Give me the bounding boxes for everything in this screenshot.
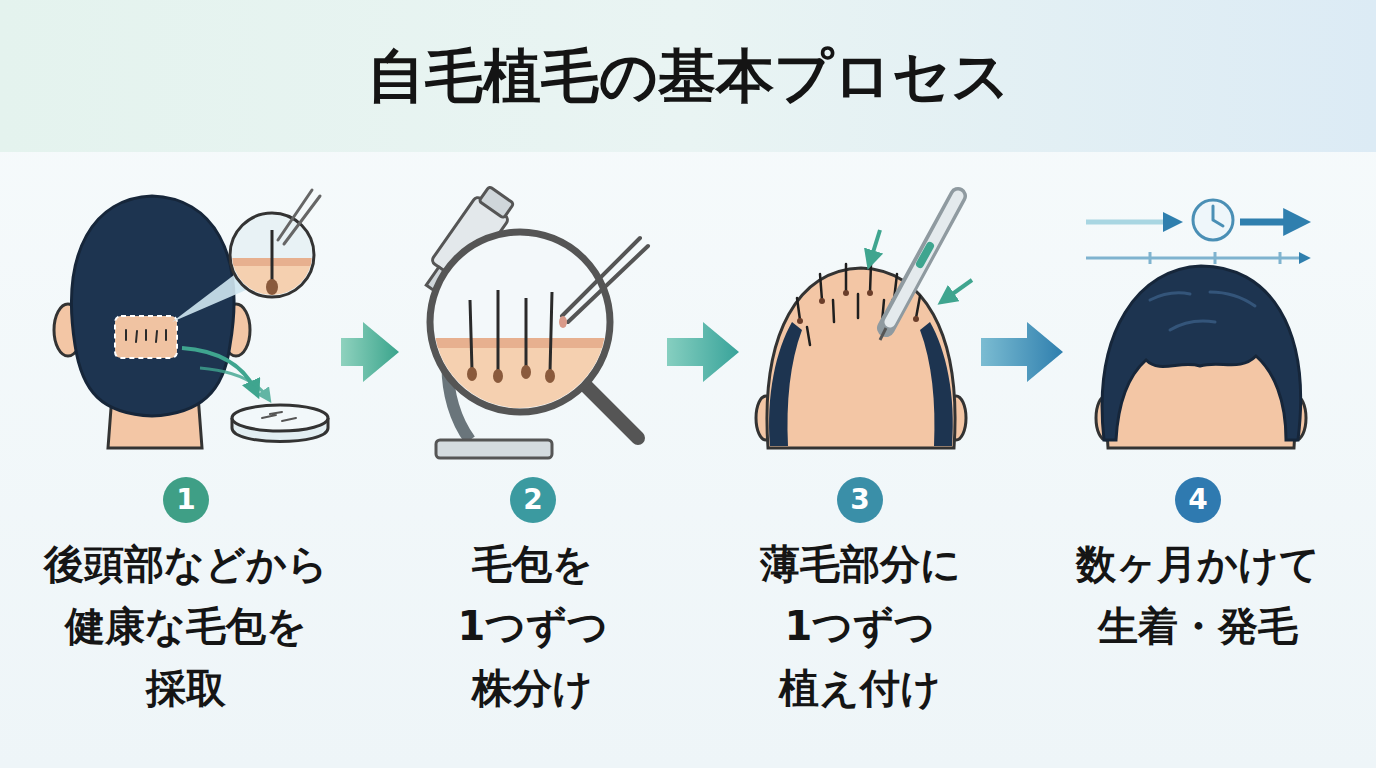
- implanter-pen: [944, 280, 972, 300]
- timeline: [1086, 220, 1175, 225]
- step-number: 3: [837, 477, 883, 523]
- magnifier: [521, 365, 531, 379]
- magnified-follicle: [230, 213, 314, 297]
- magnified-follicle: [266, 279, 278, 295]
- magnifier: [467, 367, 477, 381]
- timeline: [1150, 252, 1280, 264]
- result-head: [1150, 292, 1255, 330]
- recipient-head: [867, 290, 873, 296]
- timeline: [1086, 257, 1306, 260]
- magnifier: [470, 290, 552, 372]
- magnifier: [420, 232, 648, 438]
- petri-dish: [200, 368, 268, 398]
- timeline: [1086, 200, 1306, 264]
- result-head: [1102, 266, 1300, 440]
- timeline: [1193, 200, 1233, 240]
- magnified-follicle: [172, 272, 246, 322]
- flow-arrow: [667, 322, 739, 382]
- donor-head: [72, 196, 234, 416]
- process-step: 4 数ヶ月かけて 生着・発毛: [1069, 180, 1327, 657]
- step-caption: 数ヶ月かけて 生着・発毛: [1076, 533, 1320, 657]
- implanter-pen: [886, 196, 958, 328]
- implanter-pen: [890, 196, 958, 322]
- magnifier: [562, 238, 648, 322]
- recipient-head: [767, 268, 955, 448]
- recipient-head: [920, 322, 953, 446]
- process-step: 2 毛包を 1つずつ 株分け: [405, 180, 661, 719]
- donor-head: [54, 196, 250, 448]
- process-step: 1 後頭部などから 健康な毛包を 採取: [37, 180, 335, 719]
- step-caption: 後頭部などから 健康な毛包を 採取: [44, 533, 328, 719]
- implanter-pen: [870, 230, 880, 262]
- donor-head: [126, 330, 166, 342]
- recipient-head: [797, 318, 803, 324]
- magnified-follicle: [225, 230, 320, 302]
- timeline: [1240, 219, 1300, 226]
- implanter-pen: [870, 196, 972, 340]
- timeline: [1213, 206, 1223, 226]
- implanter-pen: [880, 328, 886, 340]
- petri-dish: [182, 348, 328, 442]
- magnifier: [559, 316, 567, 328]
- magnified-follicle: [278, 190, 320, 244]
- recipient-head: [756, 264, 966, 448]
- recipient-head: [913, 316, 919, 322]
- step-caption: 薄毛部分に 1つずつ 植え付け: [760, 533, 961, 719]
- recipient-head: [819, 298, 825, 304]
- magnifier: [545, 369, 555, 383]
- donor-head: [115, 316, 177, 358]
- diagram-title: 自毛植毛の基本プロセス: [0, 42, 1376, 112]
- magnifier: [420, 338, 620, 348]
- recipient-head: [843, 290, 849, 296]
- microscope: [479, 186, 514, 218]
- petri-dish: [232, 405, 328, 431]
- process-step: 3 薄毛部分に 1つずつ 植え付け: [745, 180, 975, 719]
- magnifier: [420, 290, 620, 425]
- petri-dish: [262, 412, 296, 421]
- result-head: [1096, 266, 1306, 448]
- magnifier: [585, 385, 638, 438]
- recipient-head: [769, 322, 802, 446]
- implanter-pen: [920, 246, 930, 264]
- flow-arrow: [341, 322, 399, 382]
- magnified-follicle: [271, 230, 274, 285]
- magnifier: [493, 369, 503, 383]
- step-number: 2: [510, 477, 556, 523]
- step-number: 4: [1175, 477, 1221, 523]
- step-number: 1: [163, 477, 209, 523]
- flow-arrow: [981, 322, 1063, 382]
- step-caption: 毛包を 1つずつ 株分け: [458, 533, 609, 719]
- magnifier: [420, 345, 620, 425]
- magnified-follicle: [172, 190, 320, 322]
- microscope: [436, 440, 552, 458]
